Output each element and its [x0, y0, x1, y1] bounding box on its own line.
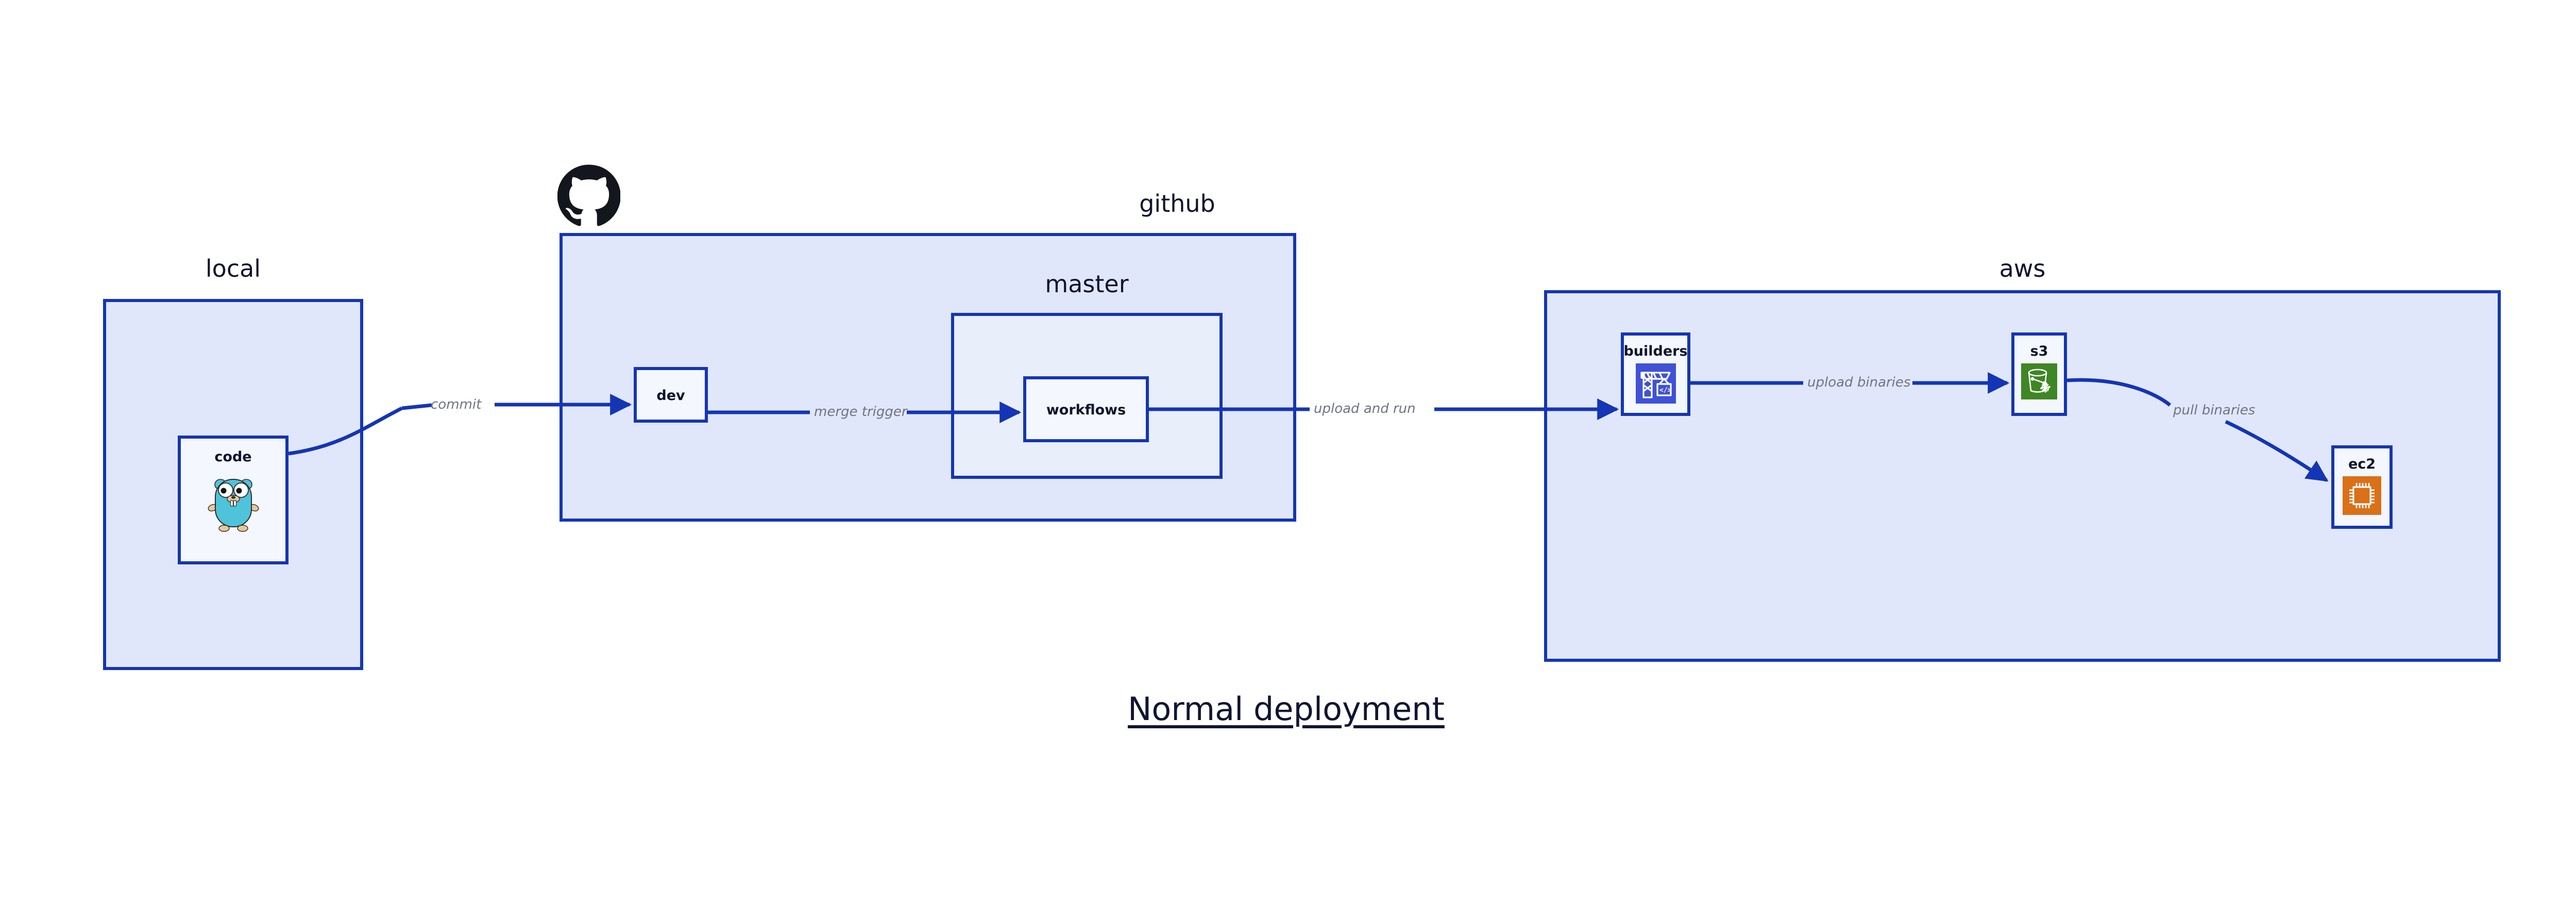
aws-ec2-icon	[2343, 476, 2381, 515]
aws-builders-icon: </>	[1635, 363, 1676, 404]
node-s3-label: s3	[2030, 343, 2048, 359]
edge-label-merge-trigger: merge trigger	[814, 404, 907, 420]
cluster-github-label: github	[1139, 190, 1215, 218]
cluster-aws-label: aws	[1999, 255, 2046, 282]
diagram-title: Normal deployment	[1128, 690, 1445, 728]
edge-label-pull-binaries: pull binaries	[2173, 403, 2256, 418]
edge-label-upload-and-run: upload and run	[1314, 401, 1416, 416]
node-code-label: code	[214, 449, 252, 465]
node-code[interactable]: code	[178, 436, 289, 564]
cluster-local-label: local	[205, 255, 261, 282]
node-builders[interactable]: builders <	[1621, 332, 1690, 416]
github-octocat-icon	[557, 164, 620, 227]
edge-label-upload-binaries: upload binaries	[1807, 375, 1911, 390]
node-dev[interactable]: dev	[634, 367, 708, 423]
edge-label-commit: commit	[431, 397, 482, 412]
node-workflows-label: workflows	[1046, 402, 1126, 418]
cluster-master-label: master	[1045, 270, 1129, 298]
svg-text:</>: </>	[1659, 387, 1672, 394]
cluster-master	[951, 313, 1223, 479]
node-ec2-label: ec2	[2348, 456, 2376, 472]
node-dev-label: dev	[656, 388, 685, 404]
go-gopher-icon	[207, 472, 260, 533]
node-ec2[interactable]: ec2	[2331, 445, 2393, 529]
node-builders-label: builders	[1623, 343, 1688, 359]
node-workflows[interactable]: workflows	[1023, 376, 1149, 442]
aws-s3-icon	[2021, 363, 2057, 399]
node-s3[interactable]: s3	[2011, 332, 2067, 416]
